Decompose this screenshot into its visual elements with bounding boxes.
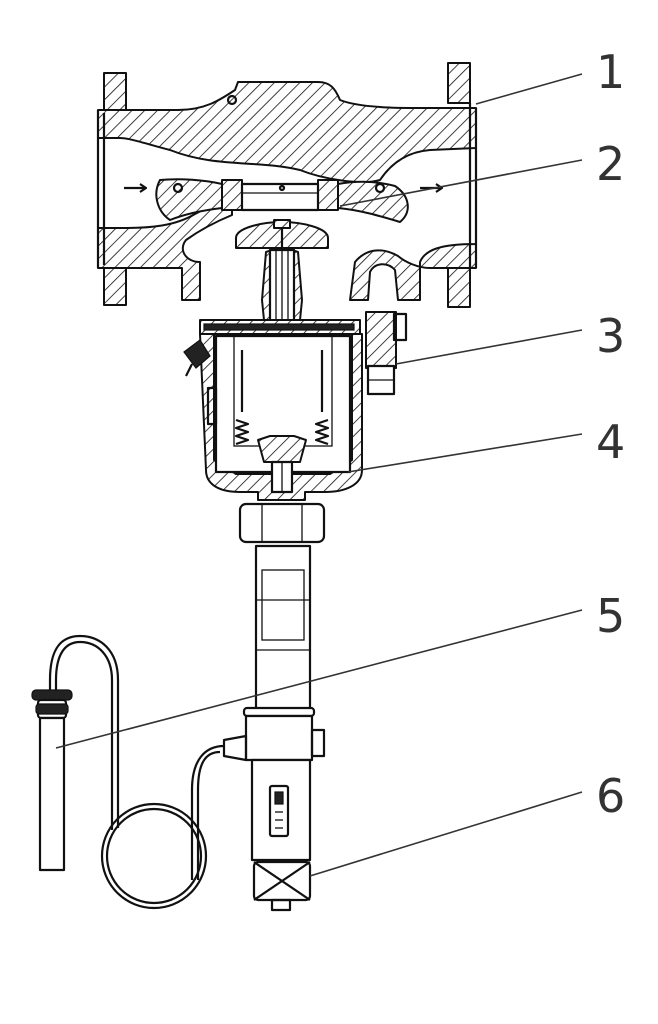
left-flange-top-bolt	[103, 72, 127, 114]
bonnet-flange	[199, 319, 361, 335]
leader-2	[339, 159, 583, 207]
body-seat-left	[155, 178, 223, 221]
bellows	[234, 350, 330, 446]
capillary-tube	[48, 634, 225, 910]
thermostat-actuator	[222, 544, 326, 912]
leader-4	[347, 433, 583, 473]
leader-5	[55, 609, 583, 749]
sensor-bulb	[31, 689, 73, 872]
union-nut	[238, 502, 326, 544]
right-flange-top-bolt	[447, 62, 471, 104]
leader-lines	[55, 73, 583, 877]
valve-plug	[235, 219, 329, 249]
callout-2: 2	[596, 137, 625, 191]
body-seat-right	[337, 180, 409, 223]
bonnet-housing	[199, 333, 363, 501]
vent-plug	[183, 339, 218, 426]
body-upper-wall	[97, 81, 477, 184]
left-flange-bottom-bolt	[103, 264, 127, 306]
right-flange-bottom-bolt	[447, 266, 471, 308]
leader-6	[309, 791, 583, 877]
bonnet-bolt	[365, 311, 408, 396]
callout-3: 3	[596, 309, 625, 363]
body-boss	[226, 94, 238, 106]
callout-1: 1	[596, 45, 625, 99]
body-lower-wall	[97, 197, 233, 301]
seat-ring	[221, 179, 339, 212]
callout-6: 6	[596, 769, 625, 823]
leader-1	[475, 73, 583, 105]
valve-body	[96, 62, 478, 308]
callout-5: 5	[596, 589, 625, 643]
leader-3	[395, 329, 583, 365]
body-port-left	[172, 182, 184, 194]
callout-4: 4	[596, 415, 625, 469]
body-outline	[96, 103, 478, 268]
body-lower-wall-right	[349, 227, 477, 301]
callout-labels: 1 2 3 4 5 6	[596, 45, 625, 823]
body-port-right	[374, 182, 386, 194]
flow-arrow-in	[124, 183, 148, 193]
